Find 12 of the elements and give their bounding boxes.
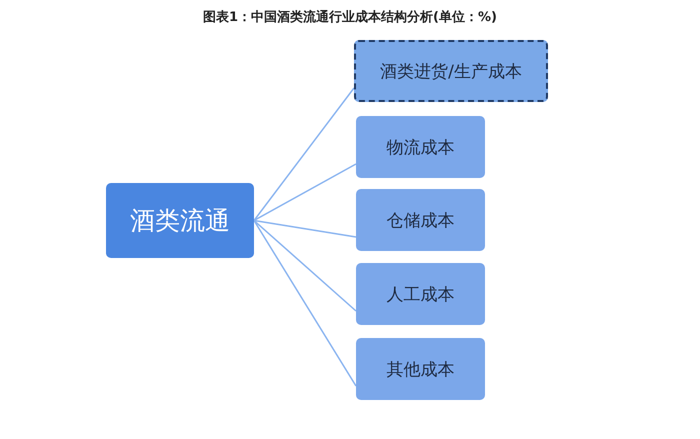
connector-line: [253, 220, 357, 386]
highlighted-box: 酒类进货/生产成本: [354, 40, 548, 102]
cost-box: 其他成本: [356, 338, 485, 400]
root-box: 酒类流通: [106, 183, 254, 258]
cost-box: 人工成本: [356, 263, 485, 325]
chart-title: 图表1：中国酒类流通行业成本结构分析(单位：%): [202, 8, 498, 26]
cost-box: 仓储成本: [356, 189, 485, 251]
cost-box: 物流成本: [356, 116, 485, 178]
connector-line: [254, 163, 356, 222]
connector-line: [254, 220, 356, 312]
connector-line: [253, 88, 355, 221]
connector-line: [254, 220, 356, 238]
